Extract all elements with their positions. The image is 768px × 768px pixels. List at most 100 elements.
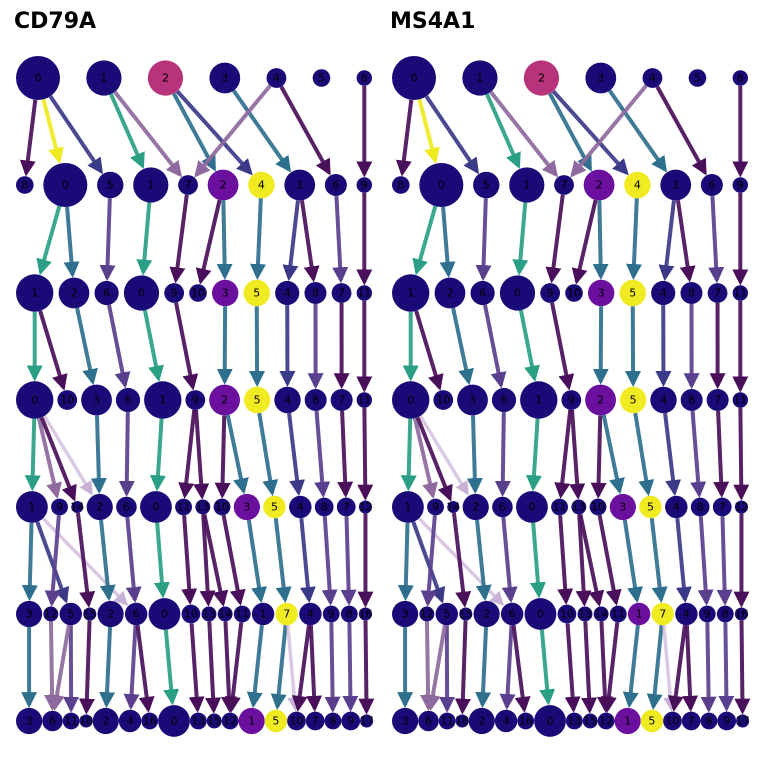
tree-edge-arrow bbox=[397, 522, 414, 602]
cluster-node-label: 2 bbox=[483, 608, 490, 621]
tree-edge-arrow bbox=[418, 415, 469, 496]
tree-edge-arrow bbox=[123, 625, 140, 710]
tree-edge-arrow bbox=[494, 412, 511, 497]
cluster-node bbox=[663, 711, 682, 731]
cluster-node-label: 2 bbox=[221, 394, 228, 407]
tree-edge-arrow bbox=[246, 624, 264, 709]
tree-edge-arrow bbox=[21, 522, 38, 602]
cluster-node-label: 3 bbox=[469, 394, 476, 407]
tree-edge-arrow bbox=[169, 194, 189, 284]
cluster-node bbox=[289, 495, 312, 519]
cluster-node-label: 4 bbox=[660, 394, 667, 407]
cluster-node bbox=[312, 69, 331, 87]
tree-edge-arrow bbox=[306, 625, 323, 712]
cluster-node-label: 18 bbox=[455, 715, 469, 728]
tree-edge-arrow bbox=[270, 624, 288, 711]
cluster-node bbox=[551, 498, 568, 516]
cluster-node bbox=[554, 175, 574, 195]
cluster-node-label: 7 bbox=[283, 608, 290, 621]
cluster-node bbox=[418, 710, 439, 732]
cluster-node-label: 5 bbox=[694, 72, 701, 85]
cluster-node bbox=[468, 707, 495, 735]
cluster-node-label: 4 bbox=[258, 179, 265, 192]
cluster-node-label: 1 bbox=[636, 608, 643, 621]
cluster-node-label: 8 bbox=[312, 287, 319, 300]
tree-edge-arrow bbox=[75, 307, 98, 386]
tree-edge-arrow bbox=[35, 521, 70, 604]
tree-edge-arrow bbox=[99, 198, 116, 282]
cluster-node-label: 11 bbox=[64, 715, 78, 728]
cluster-node-label: 12 bbox=[223, 715, 237, 728]
cluster-node-label: 5 bbox=[253, 287, 260, 300]
cluster-node-label: 13 bbox=[572, 501, 586, 514]
cluster-node-label: 6 bbox=[133, 608, 140, 621]
cluster-node bbox=[71, 501, 84, 513]
cluster-node bbox=[340, 605, 358, 623]
cluster-node bbox=[732, 392, 748, 408]
cluster-node-label: 9 bbox=[432, 501, 439, 514]
tree-edge-arrow bbox=[287, 412, 306, 497]
tree-edge-arrow bbox=[332, 195, 349, 284]
cluster-node bbox=[124, 602, 148, 626]
tree-edge-arrow bbox=[149, 418, 166, 492]
cluster-node-label: 12 bbox=[734, 501, 748, 514]
tree-edge-arrow bbox=[512, 202, 529, 276]
cluster-node bbox=[16, 491, 48, 523]
tree-edge-arrow bbox=[596, 621, 613, 713]
tree-edge-arrow bbox=[282, 200, 300, 282]
tree-edge-arrow bbox=[299, 517, 316, 604]
cluster-node-label: 6 bbox=[425, 715, 432, 728]
tree-edge-arrow bbox=[564, 623, 581, 713]
tree-edge-arrow bbox=[466, 415, 483, 495]
tree-edge-arrow bbox=[19, 99, 38, 177]
cluster-node-label: 1 bbox=[248, 715, 255, 728]
cluster-node-label: 10 bbox=[436, 394, 450, 407]
cluster-node-label: 8 bbox=[697, 501, 704, 514]
tree-edge-arrow bbox=[90, 415, 107, 495]
cluster-node-label: 0 bbox=[31, 394, 38, 407]
cluster-node bbox=[81, 384, 112, 416]
tree-edge-arrow bbox=[655, 85, 707, 176]
cluster-node bbox=[491, 387, 517, 413]
cluster-node-label: 3 bbox=[597, 72, 604, 85]
cluster-node bbox=[322, 605, 340, 623]
tree-edge-arrow bbox=[548, 92, 593, 172]
cluster-node bbox=[195, 499, 211, 515]
cluster-node-label: 4 bbox=[649, 72, 656, 85]
tree-edge-arrow bbox=[400, 418, 417, 492]
cluster-node-label: 4 bbox=[297, 501, 304, 514]
tree-edge-arrow bbox=[44, 515, 61, 607]
cluster-node-label: 2 bbox=[107, 608, 114, 621]
cluster-node bbox=[459, 607, 473, 621]
cluster-node bbox=[356, 392, 372, 408]
cluster-node bbox=[589, 498, 607, 516]
cluster-node bbox=[557, 604, 577, 624]
tree-edge-arrow bbox=[600, 622, 620, 713]
cluster-node-label: 4 bbox=[634, 179, 641, 192]
tree-edge-arrow bbox=[78, 620, 95, 715]
cluster-node-label: 10 bbox=[215, 501, 229, 514]
cluster-node bbox=[717, 711, 737, 731]
cluster-node-label: 15 bbox=[207, 715, 221, 728]
tree-edge-arrow bbox=[193, 409, 210, 500]
tree-edge-arrow bbox=[575, 514, 592, 607]
cluster-node-label: 6 bbox=[499, 501, 506, 514]
tree-edge-arrow bbox=[174, 302, 199, 391]
cluster-node-label: 4 bbox=[307, 608, 314, 621]
cluster-node-label: 14 bbox=[446, 501, 460, 514]
cluster-node-label: 1 bbox=[31, 287, 38, 300]
tree-edge-arrow bbox=[314, 410, 331, 498]
cluster-node bbox=[133, 167, 169, 203]
cluster-node bbox=[16, 600, 43, 628]
cluster-node-label: 15 bbox=[83, 608, 97, 621]
cluster-node bbox=[716, 605, 734, 623]
cluster-node bbox=[707, 283, 728, 303]
cluster-node bbox=[148, 598, 181, 630]
tree-edge-arrow bbox=[231, 89, 292, 173]
cluster-node bbox=[624, 171, 651, 199]
cluster-node-label: 14 bbox=[594, 608, 608, 621]
cluster-node-label: 13 bbox=[202, 608, 216, 621]
cluster-node-label: 10 bbox=[591, 501, 605, 514]
tree-edge-arrow bbox=[424, 624, 447, 712]
cluster-node bbox=[700, 174, 723, 196]
